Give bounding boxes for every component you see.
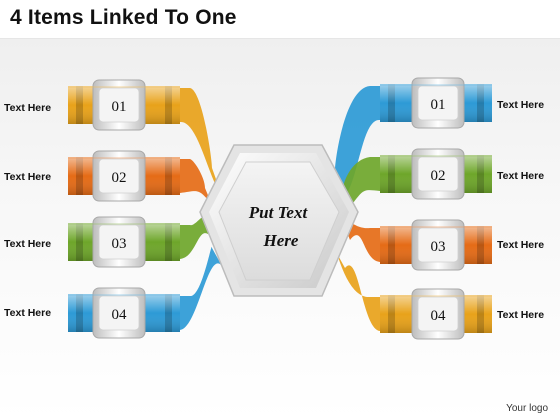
right-item-4-connector [335, 248, 380, 331]
left-label-4: Text Here [4, 307, 52, 319]
footer-logo-text: Your logo [506, 403, 548, 414]
left-item-2-connector [180, 159, 212, 205]
left-item-1-cap-face [98, 87, 140, 123]
title-divider [0, 38, 560, 39]
left-item-4-connector [180, 246, 222, 330]
right-item-1-cap-face [417, 85, 459, 121]
right-label-2: Text Here [497, 170, 545, 182]
left-item-3-cap-face [98, 224, 140, 260]
right-item-4-cap-face [417, 296, 459, 332]
left-item-4-cap-face [98, 295, 140, 331]
right-label-3: Text Here [497, 239, 545, 251]
right-item-3-connector [343, 218, 380, 262]
right-item-2-connector [343, 157, 380, 207]
right-item-3-cap-face [417, 227, 459, 263]
right-label-4: Text Here [497, 309, 545, 321]
center-text-line-2: Here [263, 231, 299, 250]
center-hexagon: Put Text Here [199, 144, 359, 297]
left-item-3-connector [180, 216, 212, 259]
left-item-3-number: 03 [112, 236, 127, 252]
left-item-1-connector [180, 88, 222, 196]
right-item-3-number: 03 [431, 239, 446, 255]
left-label-2: Text Here [4, 171, 52, 183]
right-item-1-number: 01 [431, 97, 446, 113]
left-item-4-number: 04 [112, 307, 128, 323]
right-item-2-number: 02 [431, 168, 446, 184]
right-label-1: Text Here [497, 99, 545, 111]
left-label-3: Text Here [4, 238, 52, 250]
slide-title: 4 Items Linked To One [10, 6, 237, 29]
right-item-2-cap-face [417, 156, 459, 192]
center-text-line-1: Put Text [248, 203, 309, 222]
left-item-2-cap-face [98, 158, 140, 194]
center-hexagon-inner [218, 161, 340, 281]
right-item-4-number: 04 [431, 308, 447, 324]
left-label-1: Text Here [4, 102, 52, 114]
left-item-1-number: 01 [112, 99, 127, 115]
right-item-1-connector [335, 86, 380, 196]
left-item-2-number: 02 [112, 170, 127, 186]
